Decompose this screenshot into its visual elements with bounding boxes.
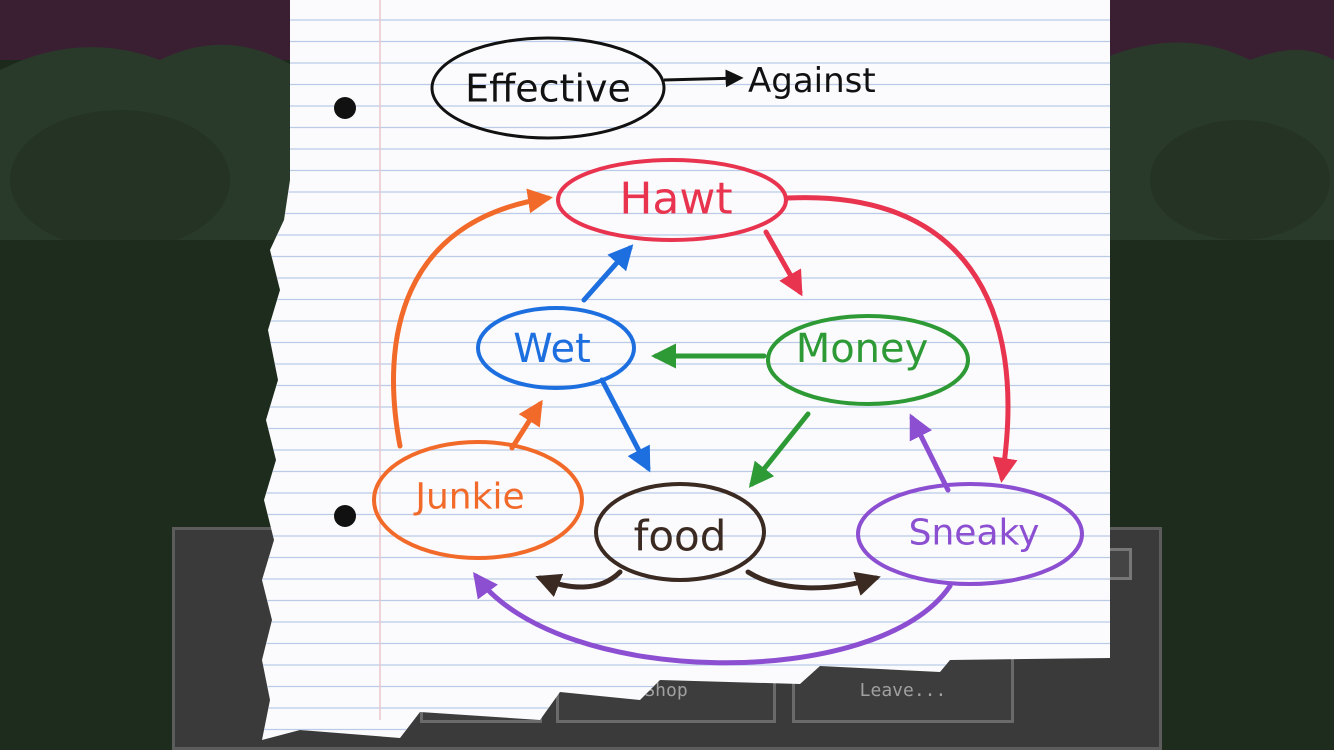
arrow-wet-to-hawt [581, 244, 634, 303]
legend-against-label: Against [748, 61, 876, 101]
arrow-money-to-food [748, 411, 811, 488]
node-wet-label: Wet [513, 326, 591, 372]
node-money: Money [766, 314, 970, 406]
shop-button-label: Shop [644, 680, 688, 701]
legend-oval [430, 36, 666, 140]
binder-hole-top [334, 97, 356, 119]
arrow-sneaky-to-money [909, 413, 951, 493]
arrow-food-to-sneaky [745, 569, 881, 596]
arrow-sneaky-to-junkie [473, 571, 953, 666]
arrow-junkie-to-wet [509, 399, 543, 451]
node-hawt: Hawt [556, 158, 788, 242]
node-junkie: Junkie [372, 440, 584, 560]
legend-effective-label: Effective [465, 66, 631, 110]
node-hawt-label: Hawt [619, 173, 732, 224]
arrow-junkie-to-hawt [391, 188, 553, 449]
node-sneaky: Sneaky [856, 482, 1084, 586]
arrow-hawt-to-sneaky [785, 195, 1018, 483]
node-money-label: Money [796, 326, 929, 372]
arrow-hawt-to-money [763, 229, 803, 297]
leave-button-label: Leave... [859, 680, 947, 701]
binder-hole-bottom [334, 505, 356, 527]
node-food-label: food [634, 512, 727, 561]
arrow-wet-to-food [599, 377, 651, 473]
node-sneaky-label: Sneaky [909, 513, 1040, 554]
background-hills [0, 42, 1334, 280]
node-food: food [594, 482, 766, 582]
arrow-food-to-junkie [535, 569, 623, 598]
node-wet: Wet [476, 306, 636, 390]
node-junkie-label: Junkie [413, 477, 524, 518]
legend-arrow [663, 69, 744, 88]
